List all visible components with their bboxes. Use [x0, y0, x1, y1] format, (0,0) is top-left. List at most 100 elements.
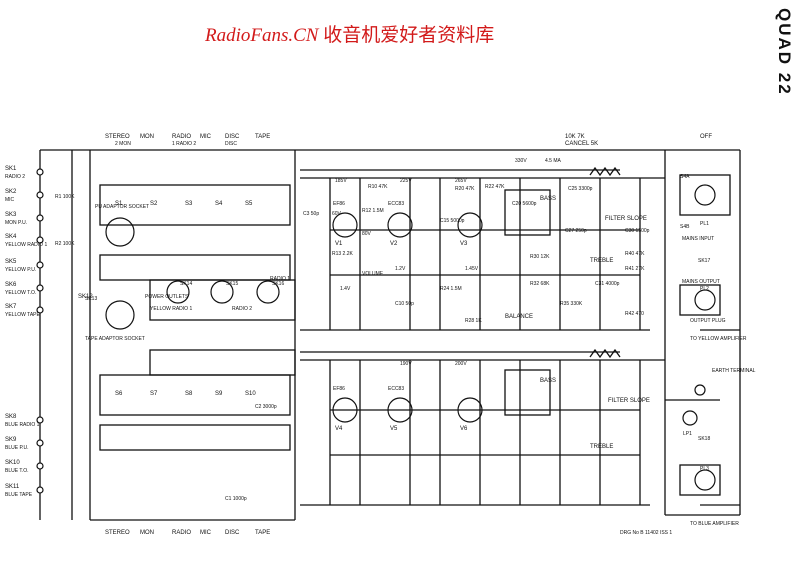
misc-label: VOLUME [362, 271, 384, 277]
valve-type: ECC83 [388, 201, 404, 207]
selector-label: MON [140, 530, 154, 536]
selector-sublabel: 2 MON [115, 141, 131, 147]
input-name: MON P.U. [5, 220, 27, 226]
misc-label: SK16 [272, 281, 284, 287]
output-label: TO YELLOW AMPLIFIER [690, 336, 747, 342]
switch-label: S10 [245, 391, 256, 397]
switch-label: S1 [115, 201, 123, 207]
misc-label: S4B [680, 224, 690, 230]
site-name: RadioFans.CN [205, 25, 319, 46]
misc-label: YELLOW RADIO 1 [150, 306, 192, 312]
input-label: SK7 [5, 304, 17, 310]
input-name: YELLOW RADIO 1 [5, 242, 47, 248]
valve-label: V3 [460, 241, 468, 247]
misc-label: SK14 [180, 281, 192, 287]
selector-label: TAPE [255, 134, 270, 140]
input-name: BLUE P.U. [5, 445, 29, 451]
voltage-label: 1.2V [395, 266, 406, 272]
site-header: RadioFans.CN 收音机爱好者资料库 [205, 20, 494, 47]
resistor-label: R13 2.2K [332, 251, 354, 257]
socket-label: MAINS INPUT [682, 236, 714, 242]
socket-label: TAPE ADAPTOR SOCKET [85, 336, 145, 342]
selector-label: DISC [225, 134, 240, 140]
input-name: BLUE RADIO 1 [5, 422, 40, 428]
output-label: TO BLUE AMPLIFIER [690, 521, 739, 527]
capacitor-label: C30 1500p [625, 228, 650, 234]
misc-label: RADIO 1 [270, 276, 290, 282]
input-label: SK4 [5, 234, 17, 240]
switch-label: S8 [185, 391, 193, 397]
input-name: MIC [5, 197, 15, 203]
socket-label: OUTPUT PLUG [690, 318, 726, 324]
valve-label: V2 [390, 241, 398, 247]
input-jacks [36, 168, 44, 494]
socket-label: MAINS OUTPUT [682, 279, 720, 285]
voltage-label: 60V [332, 211, 342, 217]
resistor-label: R35 330K [560, 301, 583, 307]
tone-label: BALANCE [505, 314, 533, 320]
filter-label: CANCEL 5K [565, 141, 598, 147]
valve-type: ECC83 [388, 386, 404, 392]
capacitor-label: C20 5600p [512, 201, 537, 207]
input-label: SK10 [5, 460, 20, 466]
filter-label: FILTER SLOPE [605, 216, 647, 222]
input-label: SK1 [5, 166, 17, 172]
voltage-label: 80V [362, 231, 372, 237]
input-label: SK3 [5, 212, 17, 218]
misc-label: SK18 [698, 436, 710, 442]
tone-label: BASS [540, 378, 556, 384]
input-name: BLUE T.O. [5, 468, 29, 474]
voltage-label: 1.4V [340, 286, 351, 292]
tone-label: TREBLE [590, 444, 613, 450]
input-label: SK6 [5, 282, 17, 288]
site-subtitle: 收音机爱好者资料库 [323, 25, 495, 46]
misc-label: SK13 [85, 296, 97, 302]
resistor-label: R10 47K [368, 184, 388, 190]
input-name: YELLOW T.O. [5, 290, 36, 296]
resistor-label: R40 47K [625, 251, 645, 257]
switch-label: S3 [185, 201, 193, 207]
misc-label: S4A [680, 174, 690, 180]
switch-label: S5 [245, 201, 253, 207]
input-label: SK11 [5, 484, 20, 490]
tone-label: BASS [540, 196, 556, 202]
switch-label: S7 [150, 391, 158, 397]
capacitor-label: C27 250p [565, 228, 587, 234]
capacitor-label: C1 1000p [225, 496, 247, 502]
input-name: YELLOW TAPE [5, 312, 40, 318]
resistor-label: R20 47K [455, 186, 475, 192]
input-label: SK12 [78, 294, 93, 300]
input-name: BLUE TAPE [5, 492, 33, 498]
valve-label: V1 [335, 241, 343, 247]
socket-label: POWER OUTLETS [145, 294, 189, 300]
misc-label: SK15 [226, 281, 238, 287]
valve-label: V4 [335, 426, 343, 432]
misc-label: PL3 [700, 466, 709, 472]
voltage-label: 4.5 MA [545, 158, 562, 164]
schematic-wiring [39, 149, 741, 521]
selector-sublabel: DISC [225, 141, 237, 147]
filter-label: FILTER SLOPE [608, 398, 650, 404]
voltage-label: 1.45V [465, 266, 479, 272]
misc-label: PL1 [700, 221, 709, 227]
misc-label: RADIO 2 [232, 306, 252, 312]
input-label: SK5 [5, 259, 17, 265]
resistor-label: R2 100K [55, 241, 75, 247]
filter-label: OFF [700, 134, 712, 140]
selector-label: MIC [200, 530, 212, 536]
output-label: EARTH TERMINAL [712, 368, 756, 374]
resistor-label: R22 47K [485, 184, 505, 190]
switch-label: S4 [215, 201, 223, 207]
selector-label: RADIO [172, 530, 191, 536]
misc-label: SK17 [698, 258, 710, 264]
output-label: LP1 [683, 431, 692, 437]
resistor-label: R24 1.5M [440, 286, 462, 292]
capacitor-label: C25 3300p [568, 186, 593, 192]
input-label: SK8 [5, 414, 17, 420]
tone-label: TREBLE [590, 258, 613, 264]
input-label: SK2 [5, 189, 17, 195]
resistor-label: R30 12K [530, 254, 550, 260]
selector-sublabel: 1 RADIO 2 [172, 141, 196, 147]
labels-group: SK1 SK2 SK3 SK4 SK5 SK6 SK7 SK8 SK9 SK10… [5, 134, 756, 536]
